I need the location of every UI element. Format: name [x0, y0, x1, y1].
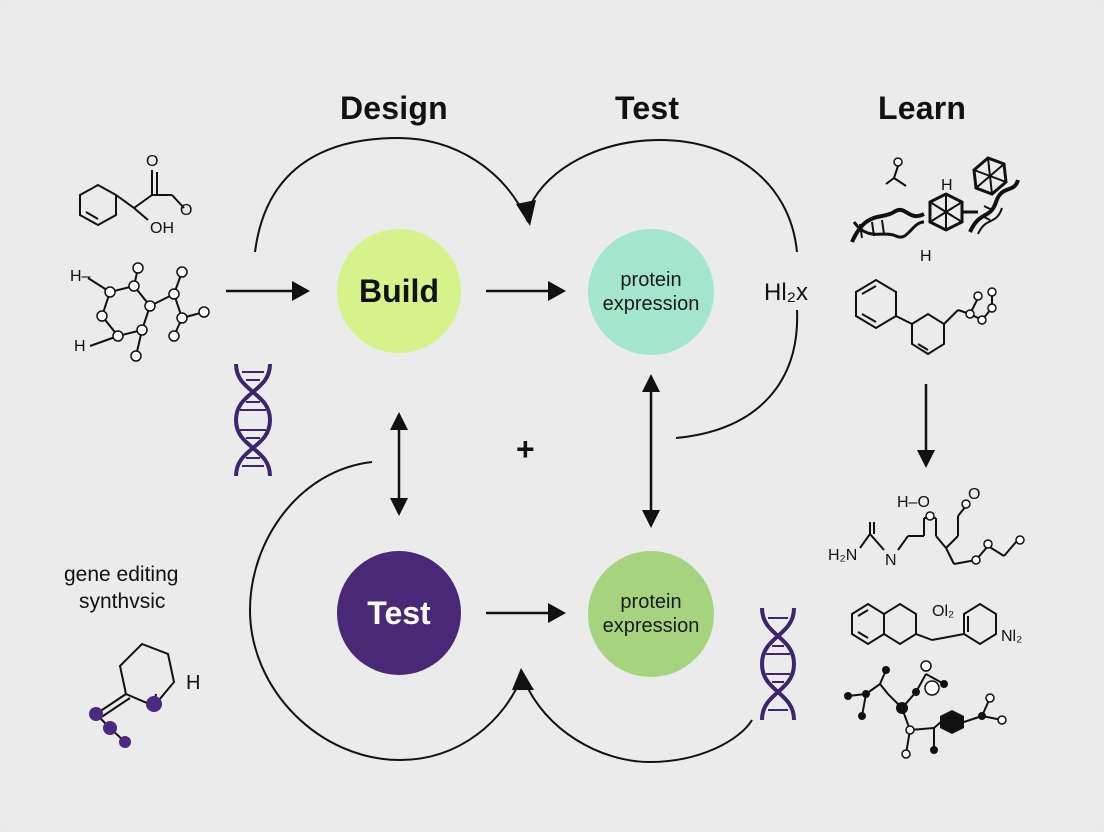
- protein-expression-node-top[interactable]: protein expression: [588, 229, 714, 355]
- chem-nl2: Nl₂: [1001, 628, 1023, 645]
- stage-title-design: Design: [340, 90, 448, 126]
- arc-bottom-left: [248, 461, 523, 762]
- dna-helix-left-icon: [233, 363, 273, 477]
- chem-learn-h-top: H: [941, 177, 953, 194]
- chem-o-top: O: [146, 153, 159, 170]
- chem-h-left: H: [74, 338, 86, 355]
- test-node[interactable]: Test: [337, 551, 461, 675]
- chem-ol2: Ol₂: [932, 603, 955, 620]
- build-node[interactable]: Build: [337, 229, 461, 353]
- molecule-learn-fused-ring-icon: [851, 602, 997, 646]
- protein-top-line1: protein: [620, 269, 682, 291]
- molecule-mid-left-icon: [87, 262, 210, 362]
- caption-line1: gene editing: [64, 563, 179, 586]
- chem-h-ring: H: [186, 672, 201, 694]
- build-node-label: Build: [359, 272, 439, 309]
- chem-oh: OH: [150, 220, 174, 237]
- arc-test-to-learn: [529, 138, 798, 253]
- gene-editing-caption: gene editing synthvsic: [64, 561, 178, 615]
- arc-design-arrowhead: [516, 200, 536, 226]
- molecule-bottom-left-icon: [89, 642, 176, 748]
- chem-h-dash: H–: [70, 268, 91, 285]
- chem-n: N: [885, 552, 897, 569]
- chem-learn-h-bottom: H: [920, 248, 932, 265]
- arc-bottom-right: [523, 679, 753, 764]
- arc-learn-return: [675, 309, 799, 439]
- chem-h-o: H–O: [897, 494, 930, 511]
- protein-top-line2: expression: [602, 293, 700, 315]
- arc-bottom-left-arrowhead: [512, 668, 534, 690]
- protein-bottom-line2: expression: [602, 615, 700, 637]
- chem-o-side: O: [180, 202, 193, 219]
- caption-line2: synthvsic: [79, 590, 166, 613]
- protein-bottom-line1: protein: [620, 591, 682, 613]
- plus-sign: +: [516, 431, 535, 467]
- molecule-learn-biphenyl-icon: [855, 278, 997, 356]
- protein-expression-node-bottom[interactable]: protein expression: [588, 551, 714, 677]
- arc-design-to-test: [254, 136, 529, 253]
- stage-title-test: Test: [615, 90, 680, 126]
- molecule-learn-top-icon: [850, 156, 1020, 243]
- molecule-learn-network-icon: [844, 660, 1007, 759]
- test-node-label: Test: [367, 594, 431, 631]
- chem-o-small: O: [968, 486, 981, 503]
- stage-title-learn: Learn: [878, 90, 967, 126]
- protein-expression-top-label: protein expression: [603, 268, 700, 316]
- dna-helix-right-icon: [759, 607, 797, 721]
- molecule-top-left-icon: [79, 170, 185, 227]
- protein-expression-bottom-label: protein expression: [603, 590, 700, 638]
- molecule-learn-chain-icon: [859, 499, 1025, 565]
- hl2x-label: Hl₂x: [764, 279, 808, 306]
- chem-h2n: H₂N: [828, 547, 858, 564]
